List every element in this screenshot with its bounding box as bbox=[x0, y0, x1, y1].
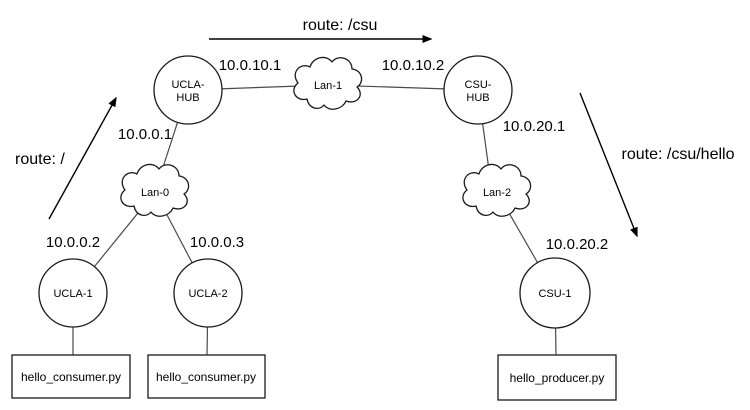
node-label: CSU-1 bbox=[538, 288, 571, 300]
script-box bbox=[147, 354, 266, 399]
node-ucla-2: UCLA-2 bbox=[173, 258, 243, 328]
cloud-shape bbox=[120, 163, 190, 217]
route-arrow-left bbox=[48, 96, 117, 220]
ip-ucla1: 10.0.0.2 bbox=[46, 234, 100, 251]
route-label-left: route: / bbox=[15, 151, 65, 168]
ip-ucla2: 10.0.0.3 bbox=[190, 234, 244, 251]
node-label-line1: CSU- bbox=[465, 79, 492, 91]
ip-csu1: 10.0.20.2 bbox=[546, 236, 609, 253]
ip-labels: 10.0.10.1 10.0.10.2 10.0.0.1 10.0.0.2 10… bbox=[46, 57, 608, 253]
node-label-line2: HUB bbox=[466, 92, 489, 104]
script-box-ucla2: hello_consumer.py bbox=[147, 354, 266, 399]
route-arrow-right bbox=[579, 92, 638, 238]
script-box-csu1: hello_producer.py bbox=[497, 354, 617, 401]
ip-uclahub-lan0: 10.0.0.1 bbox=[118, 126, 172, 143]
node-circle bbox=[153, 55, 223, 125]
cloud-lan1: Lan-1 bbox=[293, 56, 363, 110]
script-label: hello_producer.py bbox=[510, 371, 605, 385]
node-label-line2: HUB bbox=[176, 92, 199, 104]
node-circle bbox=[443, 55, 513, 125]
route-label-top: route: /csu bbox=[303, 17, 378, 34]
cloud-label: Lan-0 bbox=[141, 187, 169, 199]
node-ucla-hub: UCLA- HUB bbox=[153, 55, 223, 125]
cloud-lan0: Lan-0 bbox=[120, 163, 190, 217]
ip-csuhub-lan1: 10.0.10.2 bbox=[382, 57, 445, 74]
node-circle bbox=[519, 257, 591, 329]
route-annotations: route: /csu route: / route: /csu/hello bbox=[15, 17, 735, 238]
script-box-ucla1: hello_consumer.py bbox=[11, 354, 131, 399]
node-circle bbox=[173, 258, 243, 328]
script-label: hello_consumer.py bbox=[156, 370, 256, 384]
cloud-label: Lan-2 bbox=[483, 187, 511, 199]
route-label-right: route: /csu/hello bbox=[622, 146, 735, 163]
cloud-lan2: Lan-2 bbox=[462, 163, 532, 217]
script-label: hello_consumer.py bbox=[21, 370, 121, 384]
node-label: UCLA-2 bbox=[188, 288, 227, 300]
node-label: UCLA-1 bbox=[53, 288, 92, 300]
ip-uclahub-lan1: 10.0.10.1 bbox=[219, 57, 282, 74]
script-box bbox=[11, 354, 131, 399]
cloud-shape bbox=[462, 163, 532, 217]
script-box bbox=[497, 354, 617, 401]
node-csu-1: CSU-1 bbox=[519, 257, 591, 329]
cloud-shape bbox=[293, 56, 363, 110]
ip-csuhub-lan2: 10.0.20.1 bbox=[503, 118, 566, 135]
node-circle bbox=[38, 258, 108, 328]
node-ucla-1: UCLA-1 bbox=[38, 258, 108, 328]
node-label-line1: UCLA- bbox=[171, 79, 204, 91]
cloud-label: Lan-1 bbox=[314, 80, 342, 92]
node-csu-hub: CSU- HUB bbox=[443, 55, 513, 125]
